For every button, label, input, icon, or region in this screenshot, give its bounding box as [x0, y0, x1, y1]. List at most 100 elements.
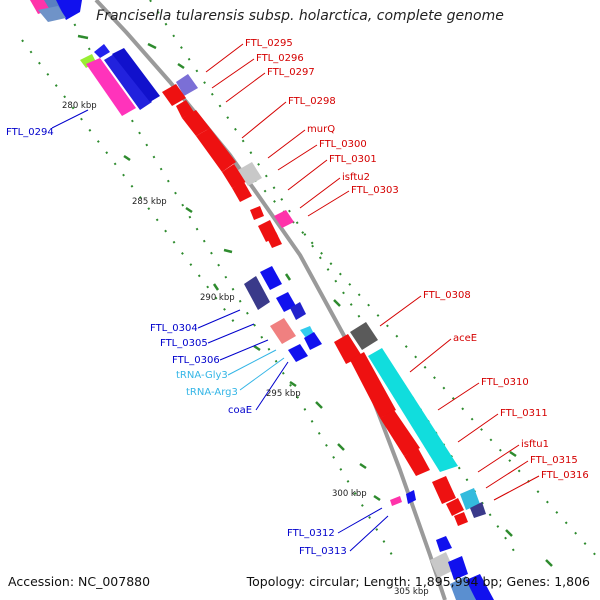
accession-text: Accession: NC_007880: [8, 574, 151, 589]
gene-label[interactable]: tRNA-Arg3: [186, 387, 238, 398]
gene-feature[interactable]: [290, 302, 306, 320]
gene-label[interactable]: FTL_0311: [500, 408, 548, 419]
gene-feature[interactable]: [244, 276, 270, 310]
tick-label: 285 kbp: [132, 197, 167, 207]
gene-feature[interactable]: [466, 574, 494, 600]
label-leader-line: [227, 349, 277, 376]
label-leader-line: [437, 382, 480, 411]
genome-title: Francisella tularensis subsp. holarctica…: [96, 8, 504, 24]
gene-feature[interactable]: [350, 322, 378, 350]
gene-feature[interactable]: [448, 556, 468, 580]
gene-feature[interactable]: [304, 332, 322, 350]
label-leader-line: [241, 101, 287, 139]
gene-feature[interactable]: [80, 54, 96, 68]
gene-feature[interactable]: [380, 410, 420, 456]
gene-feature[interactable]: [368, 348, 458, 472]
gene-feature[interactable]: [112, 48, 160, 102]
gene-label[interactable]: isftu1: [521, 439, 549, 450]
gene-feature[interactable]: [432, 476, 456, 504]
gene-label[interactable]: FTL_0312: [287, 528, 335, 539]
gene-feature[interactable]: [176, 100, 194, 118]
gene-feature[interactable]: [270, 318, 296, 344]
topology-text: Topology: circular; Length: 1,895,994 bp…: [246, 574, 590, 589]
gene-feature[interactable]: [430, 552, 454, 578]
gene-feature[interactable]: [436, 536, 452, 552]
gene-feature[interactable]: [222, 164, 246, 188]
gene-label[interactable]: FTL_0303: [351, 185, 399, 196]
tick-dash: [185, 206, 193, 214]
tick-label: 305 kbp: [394, 587, 429, 597]
gene-label[interactable]: FTL_0315: [530, 455, 578, 466]
label-leader-line: [239, 357, 285, 391]
gene-feature[interactable]: [232, 182, 252, 202]
gene-feature[interactable]: [450, 576, 476, 600]
gene-label[interactable]: FTL_0316: [541, 470, 589, 481]
gene-label[interactable]: murQ: [307, 124, 335, 135]
tick-dash: [212, 283, 220, 291]
gene-feature[interactable]: [266, 232, 282, 248]
gene-feature[interactable]: [274, 210, 294, 228]
gene-feature[interactable]: [288, 344, 308, 362]
label-leader-lines: [51, 43, 540, 552]
gene-label[interactable]: FTL_0313: [299, 546, 347, 557]
label-leader-line: [277, 144, 318, 171]
gene-label[interactable]: FTL_0301: [329, 154, 377, 165]
tick-dash: [147, 42, 157, 50]
gene-label[interactable]: FTL_0308: [423, 290, 471, 301]
gene-label[interactable]: FTL_0296: [256, 53, 304, 64]
gene-label[interactable]: FTL_0305: [160, 338, 208, 349]
gene-label[interactable]: FTL_0306: [172, 355, 220, 366]
gene-label[interactable]: FTL_0294: [6, 127, 54, 138]
tick-dash: [315, 401, 323, 409]
gene-feature[interactable]: [276, 292, 296, 312]
gene-feature[interactable]: [182, 110, 210, 136]
gene-feature[interactable]: [406, 490, 416, 504]
gene-feature[interactable]: [238, 162, 262, 186]
gene-feature[interactable]: [196, 128, 236, 172]
gene-label[interactable]: FTL_0298: [288, 96, 336, 107]
gene-feature[interactable]: [446, 498, 464, 516]
gene-label[interactable]: FTL_0295: [245, 38, 293, 49]
gene-feature[interactable]: [390, 496, 402, 506]
tick-label: 290 kbp: [200, 293, 235, 303]
gene-feature[interactable]: [454, 512, 468, 526]
gene-feature[interactable]: [460, 488, 480, 510]
gene-feature[interactable]: [404, 448, 430, 476]
gene-feature[interactable]: [104, 54, 152, 110]
label-leader-line: [485, 460, 529, 489]
gene-label[interactable]: FTL_0304: [150, 323, 198, 334]
gene-label[interactable]: FTL_0310: [481, 377, 529, 388]
gene-label[interactable]: FTL_0297: [267, 67, 315, 78]
gene-feature[interactable]: [470, 502, 486, 518]
gene-feature[interactable]: [94, 44, 110, 58]
tick-dash: [123, 154, 131, 162]
gene-feature[interactable]: [56, 0, 82, 20]
tick-label: 295 kbp: [266, 389, 301, 399]
label-leader-line: [349, 515, 389, 552]
gene-feature[interactable]: [38, 6, 66, 22]
gene-feature[interactable]: [334, 334, 362, 364]
tick-label: 280 kbp: [62, 101, 97, 111]
gene-feature[interactable]: [250, 206, 264, 220]
gene-feature[interactable]: [260, 266, 282, 290]
gene-label[interactable]: isftu2: [342, 172, 370, 183]
gene-label[interactable]: coaE: [228, 405, 252, 416]
label-leader-line: [307, 190, 350, 217]
gene-feature[interactable]: [176, 74, 198, 96]
label-leader-line: [205, 43, 244, 73]
gene-feature[interactable]: [86, 58, 136, 116]
label-leader-line: [409, 338, 452, 373]
grid-dot-line: [149, 0, 521, 561]
gene-label[interactable]: tRNA-Gly3: [176, 370, 228, 381]
gene-feature[interactable]: [162, 84, 186, 106]
label-leader-line: [457, 413, 499, 443]
label-leader-line: [211, 58, 255, 89]
gene-feature[interactable]: [350, 352, 396, 418]
label-leader-line: [255, 361, 289, 411]
tick-label: 300 kbp: [332, 489, 367, 499]
tick-dash: [505, 529, 513, 537]
label-leader-line: [207, 323, 255, 344]
gene-label[interactable]: FTL_0300: [319, 139, 367, 150]
label-leader-line: [477, 444, 520, 473]
gene-label[interactable]: aceE: [453, 333, 477, 344]
